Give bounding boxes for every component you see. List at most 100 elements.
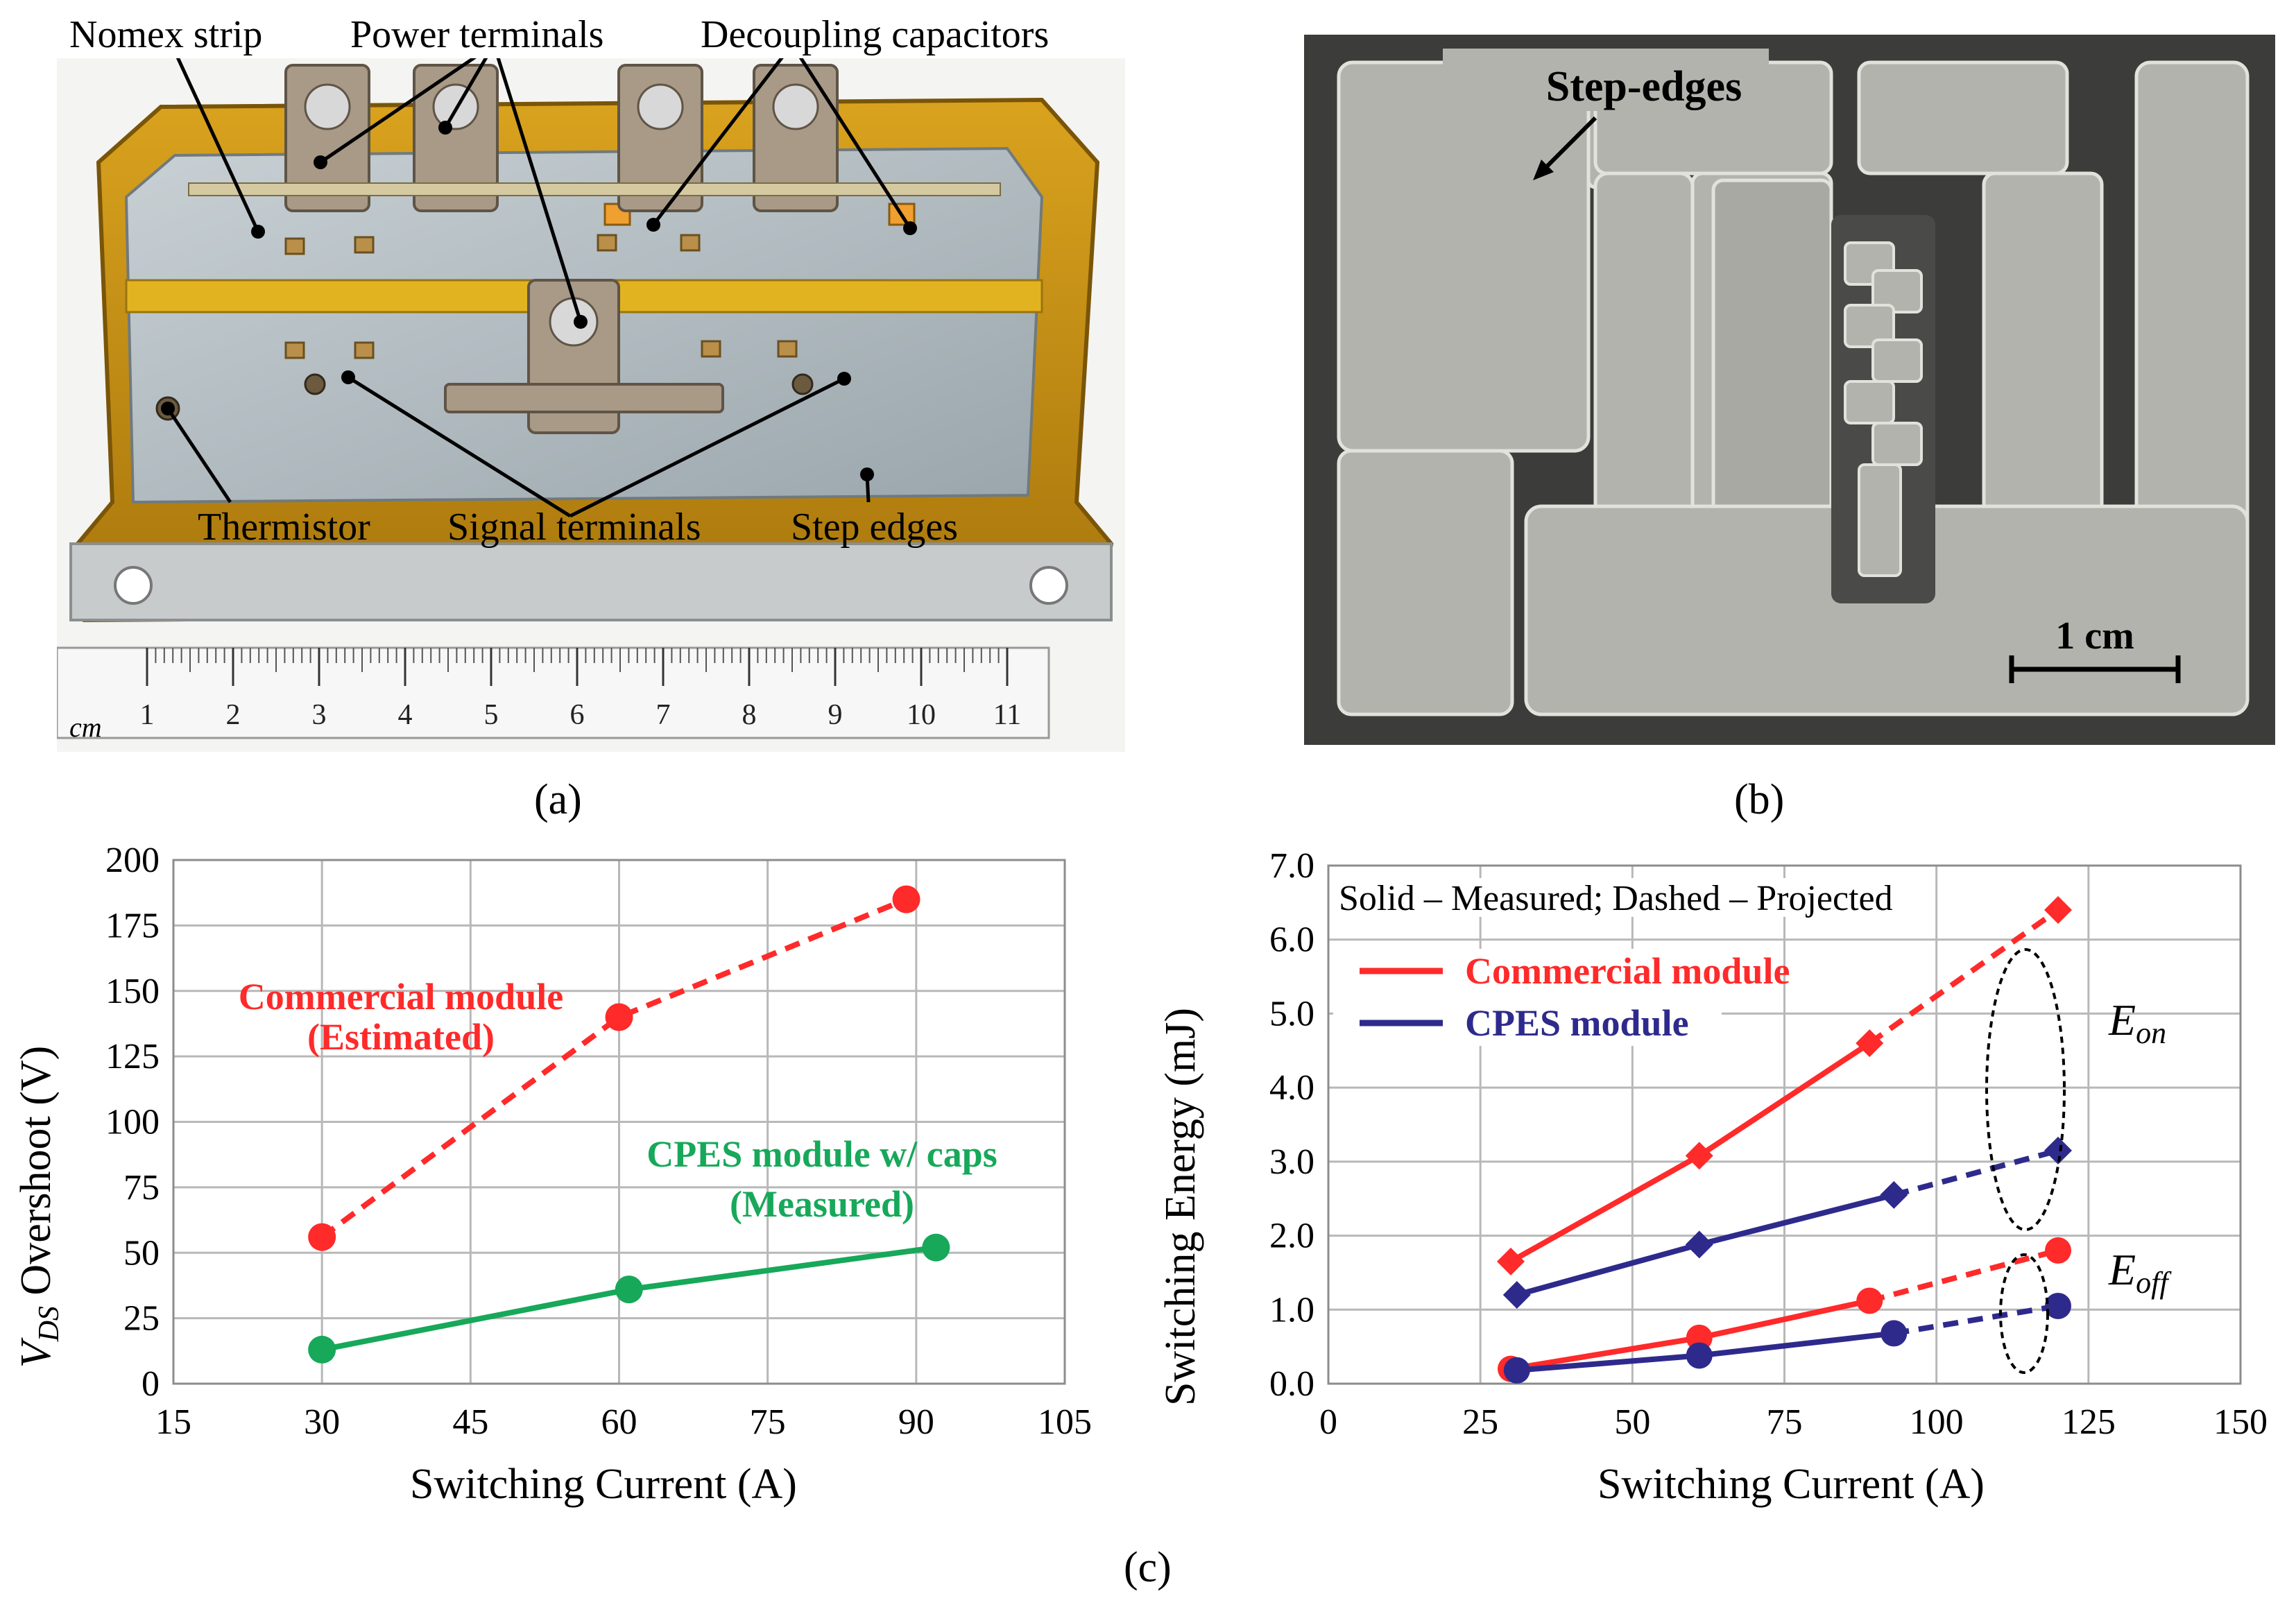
callout-decoupling-capacitors: Decoupling capacitors [701, 13, 1049, 56]
callout-lines [166, 42, 912, 518]
x-tick-label: 50 [1614, 1402, 1650, 1442]
eoff-ellipse [1999, 1253, 2049, 1374]
series-point-1 [1880, 1180, 1908, 1209]
x-tick-label: 25 [1462, 1402, 1498, 1442]
ruler-tick-label: 4 [398, 699, 413, 731]
series-point-2 [2045, 1237, 2071, 1264]
y-tick-label: 0 [142, 1364, 160, 1404]
mounting-hole-right [1029, 566, 1068, 605]
series-point-1 [1502, 1280, 1531, 1309]
x-tick-label: 90 [898, 1402, 934, 1442]
y-tick-label: 3.0 [1269, 1142, 1314, 1182]
y-tick-label: 4.0 [1269, 1068, 1314, 1108]
left-y-axis-label: VDS Overshoot (V) [12, 1046, 65, 1368]
y-tick-label: 6.0 [1269, 920, 1314, 960]
x-tick-label: 150 [2213, 1402, 2268, 1442]
baseplate [69, 542, 1113, 621]
step-edges-arrow [1538, 116, 1597, 175]
y-label-v: V [12, 1337, 60, 1368]
photo-a-callouts: Nomex strip Power terminals Decoupling c… [62, 10, 1110, 743]
callout-signal-terminals: Signal terminals [447, 506, 701, 549]
measured-projected-note: Solid – Measured; Dashed – Projected [1339, 879, 1893, 918]
y-tick-label: 75 [123, 1168, 160, 1208]
ruler-tick-label: 2 [226, 699, 241, 731]
legend-label-commercial: Commercial module [1465, 950, 1790, 992]
callout-nomex-strip: Nomex strip [69, 13, 262, 56]
y-tick-label: 200 [105, 841, 160, 880]
eoff-label-sub: off [2136, 1266, 2172, 1300]
series-projected-line-1 [1893, 1147, 2059, 1198]
y-tick-label: 5.0 [1269, 994, 1314, 1033]
series-point-3 [1881, 1320, 1908, 1347]
y-tick-label: 25 [123, 1299, 160, 1339]
series-point-2 [1856, 1287, 1883, 1314]
mounting-hole-left [114, 566, 153, 605]
eon-label: Eon [2108, 995, 2166, 1050]
x-tick-label: 15 [155, 1402, 191, 1442]
series-point-0 [2044, 896, 2072, 925]
plot-frame [172, 859, 1066, 1385]
y-tick-label: 125 [105, 1037, 160, 1076]
x-tick-label: 100 [1910, 1402, 1964, 1442]
y-tick-label: 150 [105, 972, 160, 1011]
ruler-tick-label: 7 [656, 699, 671, 731]
x-tick-label: 75 [1767, 1402, 1803, 1442]
series-point-3 [1503, 1357, 1530, 1384]
series-point-0 [308, 1223, 336, 1251]
gate-trace [1844, 241, 1923, 577]
series-line-0 [320, 896, 908, 1239]
x-tick-label: 75 [750, 1402, 786, 1442]
right-x-axis-label: Switching Current (A) [1597, 1461, 1985, 1508]
series-point-0 [605, 1003, 633, 1031]
series-point-3 [1686, 1342, 1713, 1369]
ruler-tick-label: 11 [993, 699, 1021, 731]
x-tick-label: 0 [1319, 1402, 1337, 1442]
x-tick-label: 45 [452, 1402, 488, 1442]
ruler-tick-label: 8 [742, 699, 757, 731]
ruler-unit: cm [69, 712, 102, 743]
x-tick-label: 30 [304, 1402, 340, 1442]
ruler-tick-label: 6 [570, 699, 585, 731]
series-point-1 [308, 1335, 336, 1364]
commercial-series-label: Commercial module [239, 976, 563, 1017]
ruler-tick-label: 9 [828, 699, 843, 731]
eoff-label-main: E [2108, 1245, 2136, 1294]
scale-bar-label: 1 cm [2055, 615, 2134, 658]
y-label-rest: Overshoot (V) [12, 1046, 60, 1306]
eoff-label: Eoff [2108, 1245, 2172, 1300]
series-point-1 [1685, 1230, 1713, 1259]
substrate-photo-drawing: Step-edges 1 cm [1304, 35, 2275, 745]
x-tick-label: 60 [601, 1402, 637, 1442]
plot-frame [1327, 864, 2242, 1385]
series-point-0 [1856, 1029, 1884, 1058]
series-point-1 [2044, 1136, 2072, 1165]
y-tick-label: 0.0 [1269, 1364, 1314, 1404]
step-edges-label: Step-edges [1546, 63, 1742, 110]
ruler-tick-label: 1 [140, 699, 155, 731]
ruler-tick-label: 10 [907, 699, 936, 731]
series-projected-line-3 [1893, 1303, 2059, 1337]
legend-label-cpes: CPES module [1465, 1002, 1689, 1044]
eon-label-main: E [2108, 995, 2136, 1045]
series-point-0 [1685, 1142, 1713, 1170]
callout-thermistor: Thermistor [198, 506, 370, 549]
y-label-ds: DS [33, 1306, 65, 1342]
nomex-strip [188, 182, 1001, 196]
callout-step-edges: Step edges [791, 506, 958, 549]
substrate-photo: Step-edges 1 cm [1304, 35, 2275, 745]
series-projected-line-0 [1867, 907, 2060, 1046]
callout-power-terminals: Power terminals [350, 13, 603, 56]
dies [284, 234, 798, 359]
y-tick-label: 100 [105, 1103, 160, 1142]
eon-ellipse [1985, 948, 2066, 1231]
ruler-tick-label: 5 [484, 699, 499, 731]
series-projected-line-2 [1869, 1248, 2059, 1304]
series-point-0 [892, 885, 920, 913]
ruler [55, 646, 1050, 739]
cpes-series-label: CPES module w/ caps [646, 1133, 997, 1175]
